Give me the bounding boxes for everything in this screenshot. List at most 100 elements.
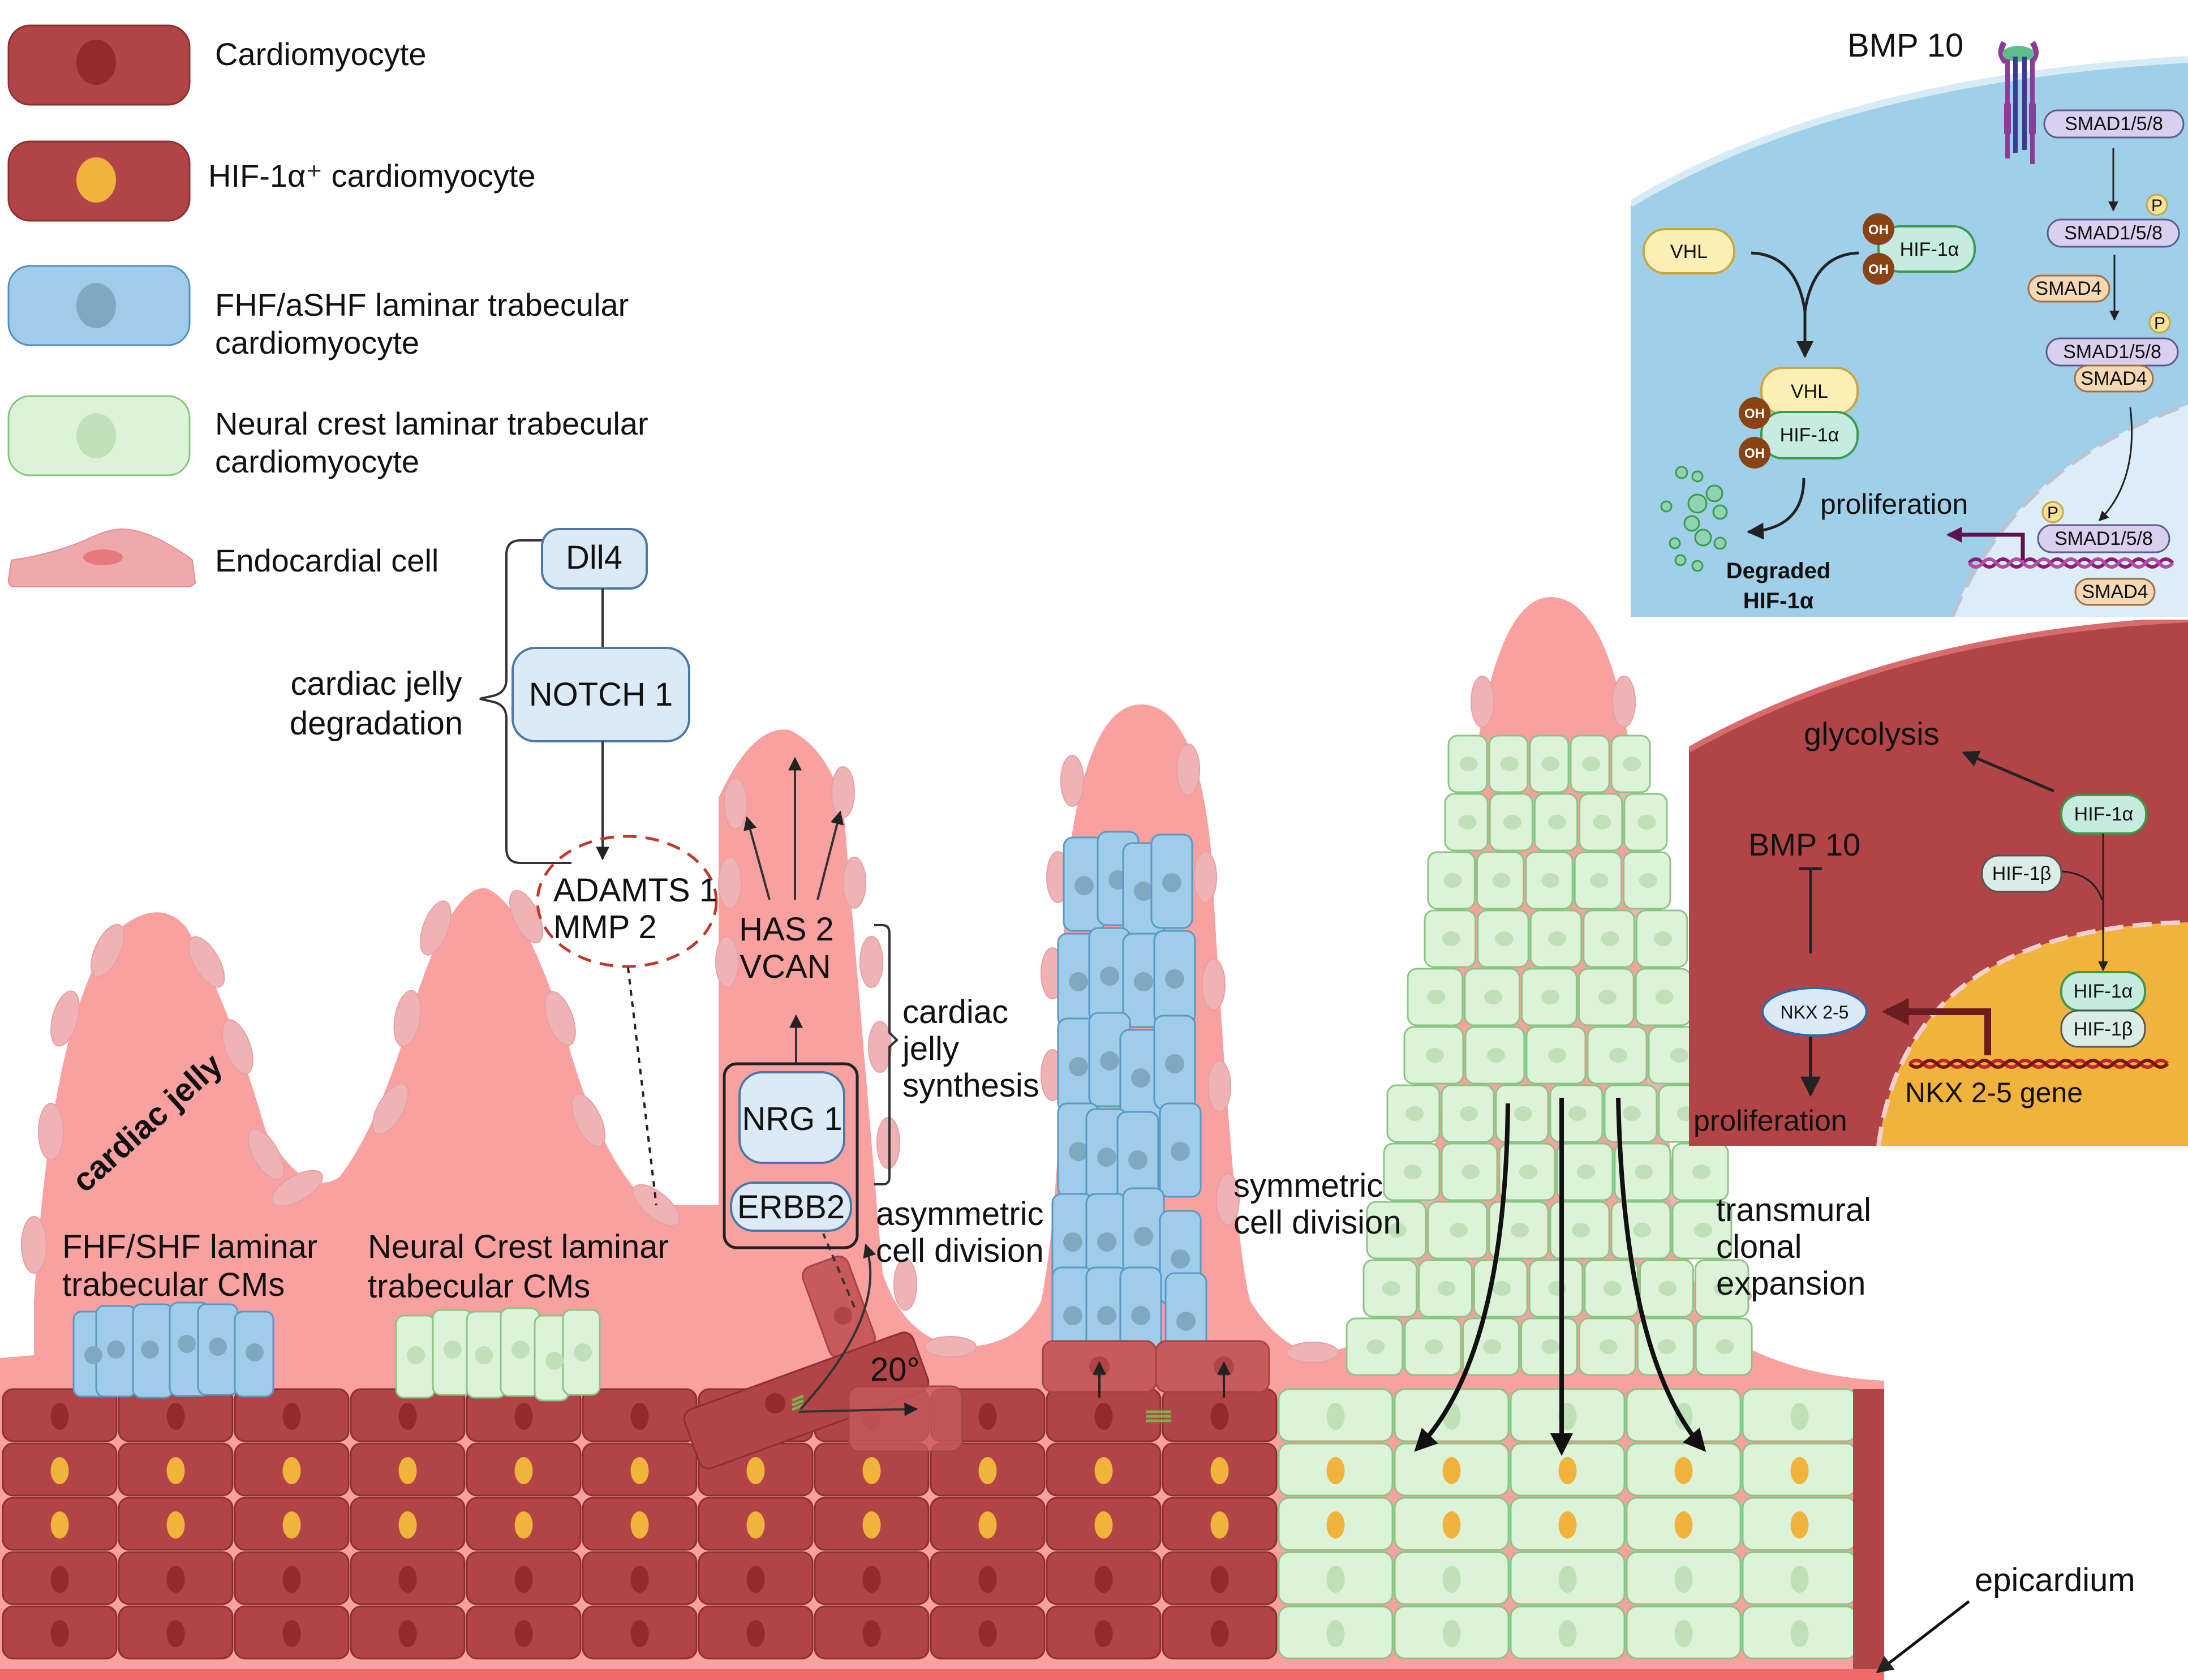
nc-laminar-cells xyxy=(395,1307,601,1402)
neural-crest-cardiomyocyte xyxy=(1614,1142,1671,1201)
neural-crest-cardiomyocyte xyxy=(1464,1026,1525,1085)
fhf-laminar-nuclei xyxy=(84,1335,264,1364)
neural-crest-cardiomyocyte xyxy=(1441,1084,1495,1143)
dll4-label: Dll4 xyxy=(566,539,622,576)
cardiomyocyte xyxy=(1046,1388,1162,1442)
legend-label: cardiomyocyte xyxy=(215,444,419,479)
has2-label: HAS 2 xyxy=(739,911,834,948)
degraded-label-line1: Degraded xyxy=(1726,558,1831,583)
neural-crest-cardiomyocyte xyxy=(1427,1201,1488,1260)
smad158-label: SMAD1/5/8 xyxy=(2063,341,2161,363)
legend-item-cardiomyocyte: Cardiomyocyte xyxy=(7,24,426,106)
cardiomyocyte xyxy=(930,1605,1046,1660)
neural-crest-cardiomyocyte xyxy=(1521,968,1577,1026)
glycolysis-label: glycolysis xyxy=(1804,716,1940,751)
cardiomyocyte xyxy=(118,1551,234,1605)
hif-cardiomyocyte xyxy=(814,1442,930,1497)
hif-cardiomyocyte xyxy=(930,1442,1046,1497)
legend-item-hif-cardiomyocyte: HIF-1α⁺ cardiomyocyte xyxy=(7,140,536,222)
degradation-label-line1: cardiac jelly xyxy=(291,665,462,702)
smad158-label: SMAD1/5/8 xyxy=(2054,528,2153,549)
neural-crest-cardiomyocyte xyxy=(1278,1551,1394,1605)
transmural-arrow xyxy=(1414,1103,1510,1452)
degraded-fragments-icon xyxy=(1660,466,1728,572)
neural-crest-cardiomyocyte xyxy=(1510,1388,1626,1442)
neural-crest-cardiomyocyte xyxy=(1671,1142,1729,1201)
fhf-laminar-label-line1: FHF/SHF laminar xyxy=(62,1228,317,1265)
neural-crest-cardiomyocyte xyxy=(1498,1142,1556,1201)
cardiomyocyte xyxy=(2,1605,118,1660)
smad4-label: SMAD4 xyxy=(2035,278,2101,299)
bmp10-title: BMP 10 xyxy=(1847,27,1963,64)
neural-crest-cardiomyocyte xyxy=(1635,909,1688,968)
neural-crest-cardiomyocyte xyxy=(1639,1259,1694,1318)
transmural-arrow xyxy=(1616,1097,1706,1453)
vhl-label: VHL xyxy=(1670,241,1708,263)
degradation-label-line2: degradation xyxy=(290,705,463,742)
neural-crest-cardiomyocyte xyxy=(1346,1317,1404,1376)
hif-cardiomyocyte xyxy=(350,1442,466,1497)
neural-crest-cardiomyocyte xyxy=(1694,1259,1749,1318)
neural-crest-cardiomyocyte xyxy=(1742,1551,1858,1605)
hif-cardiomyocyte xyxy=(2,1497,118,1551)
neural-crest-cardiomyocyte xyxy=(1578,1317,1636,1376)
neural-crest-cardiomyocyte xyxy=(1626,1605,1742,1660)
neural-crest-cardiomyocyte xyxy=(1626,1442,1742,1497)
smad4-label: SMAD4 xyxy=(2082,581,2148,603)
neural-crest-cardiomyocyte xyxy=(1636,1317,1695,1376)
notch1-box xyxy=(511,647,690,742)
hif-pathway: glycolysis HIF-1α BMP 10 HIF-1β HIF-1α H… xyxy=(1693,716,2169,1137)
fhf-trabecula xyxy=(1051,831,1207,1368)
hif-cardiomyocyte xyxy=(350,1497,466,1551)
dll4-box xyxy=(541,528,648,590)
hif-cardiomyocyte xyxy=(2,1442,118,1497)
p-label: P xyxy=(2151,196,2163,215)
notch1-label: NOTCH 1 xyxy=(529,676,673,713)
smad158-label: SMAD1/5/8 xyxy=(2065,113,2163,135)
vhl-hif-degradation: VHL HIF-1α OH OH VHL HIF-1α OH OH Degrad… xyxy=(1643,213,1976,613)
mmp2-label: MMP 2 xyxy=(553,909,657,946)
cardiomyocyte xyxy=(1046,1605,1162,1660)
legend-label: HIF-1α⁺ cardiomyocyte xyxy=(208,158,536,194)
neural-crest-cardiomyocyte xyxy=(1418,1259,1473,1318)
nkx25-label: NKX 2-5 xyxy=(1781,1002,1849,1022)
symmetric-division-cells xyxy=(1042,1340,1270,1423)
neural-crest-cardiomyocyte xyxy=(1610,1201,1671,1260)
hif-cardiomyocyte xyxy=(118,1442,234,1497)
hif-cardiomyocyte xyxy=(1162,1442,1278,1497)
fhf-cardiomyocyte xyxy=(1153,1015,1196,1110)
neural-crest-cardiomyocyte xyxy=(1510,1551,1626,1605)
cardiomyocyte xyxy=(234,1551,350,1605)
nkx25-oval xyxy=(1761,987,1868,1037)
hif-cardiomyocyte xyxy=(1162,1497,1278,1551)
cardiomyocyte xyxy=(930,1551,1046,1605)
neural-crest-cardiomyocyte xyxy=(1477,909,1529,968)
legend-item-endocardial-cell: Endocardial cell xyxy=(7,528,439,587)
legend-label: Neural crest laminar trabecular xyxy=(215,406,648,441)
fhf-cardiomyocyte xyxy=(1153,930,1196,1025)
fhf-laminar-cells xyxy=(72,1301,274,1399)
angle-label: 20° xyxy=(870,1351,920,1388)
hif1b-label: HIF-1β xyxy=(2074,1019,2133,1040)
symmetric-label-line2: cell division xyxy=(1233,1204,1402,1241)
cardiomyocyte xyxy=(814,1605,930,1660)
oh-label: OH xyxy=(1868,262,1889,277)
bmp-receptor-icon xyxy=(1998,41,2039,164)
nrg1-label: NRG 1 xyxy=(742,1101,842,1137)
neural-crest-cardiomyocyte xyxy=(1488,734,1529,793)
hif-cardiomyocyte xyxy=(466,1497,582,1551)
neural-crest-cardiomyocyte xyxy=(1671,1201,1733,1260)
neural-crest-cardiomyocyte xyxy=(1626,1497,1742,1551)
legend-item-fhf-cardiomyocyte: FHF/aSHF laminar trabecular cardiomyocyt… xyxy=(7,265,629,360)
cardiomyocyte xyxy=(698,1551,814,1605)
nc-laminar-label-line1: Neural Crest laminar xyxy=(368,1228,669,1265)
smad158-label: SMAD1/5/8 xyxy=(2064,222,2163,244)
cardiomyocyte xyxy=(350,1605,466,1660)
neural-crest-cardiomyocyte xyxy=(1278,1497,1394,1551)
bmp-smad-cascade: SMAD1/5/8 P SMAD1/5/8 SMAD4 P SMAD1/5/8 … xyxy=(1820,109,2185,606)
neural-crest-cardiomyocyte xyxy=(1473,1259,1528,1318)
bmp10-inhibited-label: BMP 10 xyxy=(1748,827,1860,862)
hif1a-label: HIF-1α xyxy=(2074,804,2134,825)
transmural-label-line3: expansion xyxy=(1716,1265,1865,1302)
